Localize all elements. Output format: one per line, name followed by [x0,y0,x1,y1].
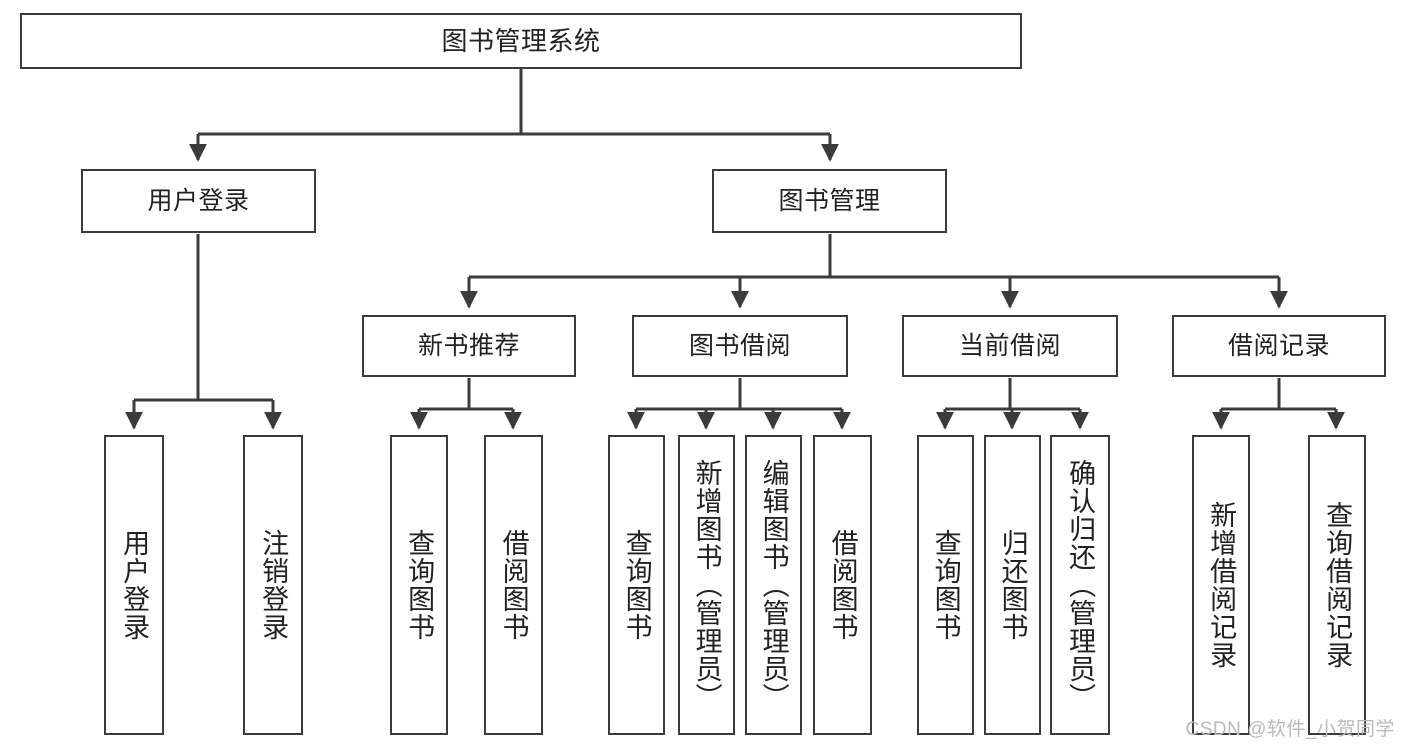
node-label: 查询图书 [930,529,961,641]
leaf-current-borrow-return[interactable]: 归还图书 [984,435,1041,735]
leaf-borrow-record-add[interactable]: 新增借阅记录 [1192,435,1250,735]
node-label: 查询图书 [621,529,652,641]
node-label: 新增借阅记录 [1206,501,1237,669]
node-new-book-recommend[interactable]: 新书推荐 [362,315,576,377]
node-label: 编辑图书（管理员） [758,459,789,711]
node-user-login[interactable]: 用户登录 [81,169,316,233]
leaf-current-borrow-confirm-return[interactable]: 确认归还（管理员） [1050,435,1110,735]
leaf-current-borrow-query[interactable]: 查询图书 [917,435,974,735]
leaf-book-borrow-borrow[interactable]: 借阅图书 [813,435,872,735]
node-label: 注销登录 [258,529,289,641]
node-root-system[interactable]: 图书管理系统 [20,13,1022,69]
leaf-user-login-logout[interactable]: 注销登录 [243,435,303,735]
node-label: 用户登录 [147,186,250,215]
node-label: 当前借阅 [958,331,1061,360]
node-label: 确认归还（管理员） [1065,459,1096,711]
node-label: 查询借阅记录 [1322,501,1353,669]
node-book-management[interactable]: 图书管理 [712,169,947,233]
watermark-text: CSDN @软件_小贺同学 [1185,719,1395,740]
node-label: 查询图书 [404,529,435,641]
leaf-book-borrow-query[interactable]: 查询图书 [608,435,665,735]
leaf-user-login-login[interactable]: 用户登录 [104,435,164,735]
node-label: 借阅图书 [498,529,529,641]
leaf-new-book-borrow[interactable]: 借阅图书 [484,435,543,735]
node-label: 新书推荐 [417,331,520,360]
node-label: 用户登录 [119,529,150,641]
node-label: 借阅图书 [827,529,858,641]
node-book-borrow[interactable]: 图书借阅 [632,315,848,377]
leaf-new-book-query[interactable]: 查询图书 [390,435,448,735]
node-label: 借阅记录 [1227,331,1330,360]
node-current-borrow[interactable]: 当前借阅 [902,315,1118,377]
node-label: 归还图书 [997,529,1028,641]
node-label: 新增图书（管理员） [691,459,722,711]
leaf-book-borrow-add[interactable]: 新增图书（管理员） [678,435,735,735]
node-borrow-record[interactable]: 借阅记录 [1172,315,1386,377]
leaf-book-borrow-edit[interactable]: 编辑图书（管理员） [745,435,802,735]
node-label: 图书借阅 [688,331,791,360]
node-label: 图书管理 [778,186,881,215]
leaf-borrow-record-query[interactable]: 查询借阅记录 [1308,435,1366,735]
node-label: 图书管理系统 [441,25,601,56]
